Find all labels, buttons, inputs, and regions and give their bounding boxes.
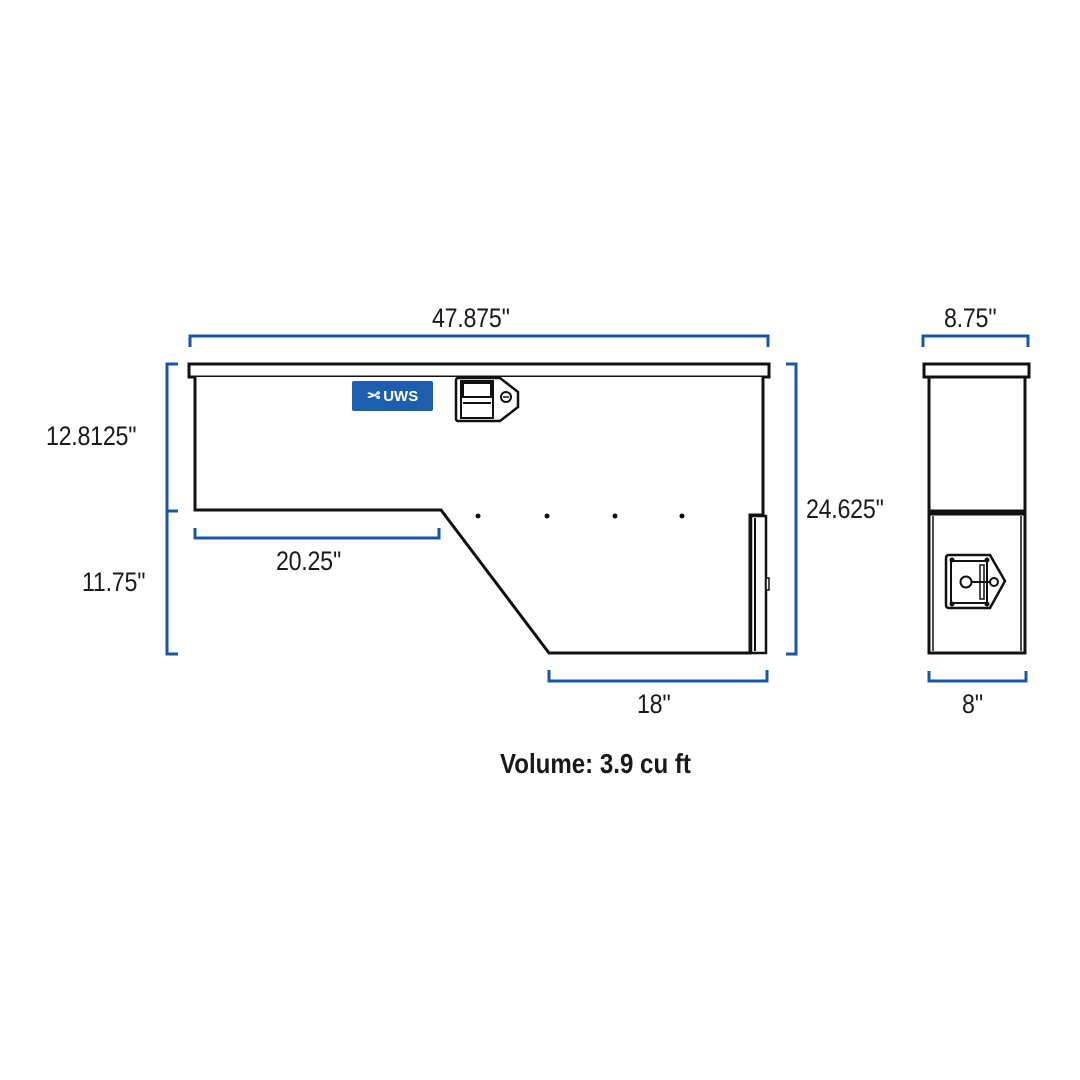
upper-bottom-length-label: 20.25'': [276, 546, 342, 576]
end-upper-body: [927, 375, 1027, 513]
bottom-length-bracket: [547, 670, 769, 683]
side-view-toolbox: [187, 362, 771, 655]
left-height-bracket: [165, 362, 178, 656]
side-lid: [187, 362, 771, 379]
total-height-bracket: [786, 362, 798, 656]
end-lid: [922, 362, 1031, 379]
t-handle-lock-icon: [944, 553, 1007, 610]
lower-height-label: 11.75'': [82, 567, 146, 597]
end-bottom-width-label: 8'': [962, 689, 984, 719]
brand-logo-badge: ✂ UWS: [352, 381, 433, 411]
upper-height-label: 12.8125'': [46, 421, 137, 451]
end-bottom-width-bracket: [927, 671, 1028, 683]
overall-length-label: 47.875'': [432, 303, 510, 333]
side-door-panel: [749, 514, 768, 655]
brand-logo-text: UWS: [383, 387, 419, 405]
end-top-width-bracket: [921, 334, 1030, 347]
end-view-toolbox: [922, 362, 1031, 655]
volume-label: Volume: 3.9 cu ft: [500, 748, 691, 779]
dimension-lines: [165, 334, 1030, 683]
end-top-width-label: 8.75'': [944, 303, 997, 333]
bottom-length-label: 18'': [637, 689, 671, 719]
marlin-fish-icon: ✂: [366, 388, 381, 405]
total-height-label: 24.625'': [806, 494, 884, 524]
overall-length-bracket: [188, 334, 770, 347]
paddle-latch-icon: [454, 376, 520, 423]
upper-bottom-length-bracket: [193, 528, 441, 540]
